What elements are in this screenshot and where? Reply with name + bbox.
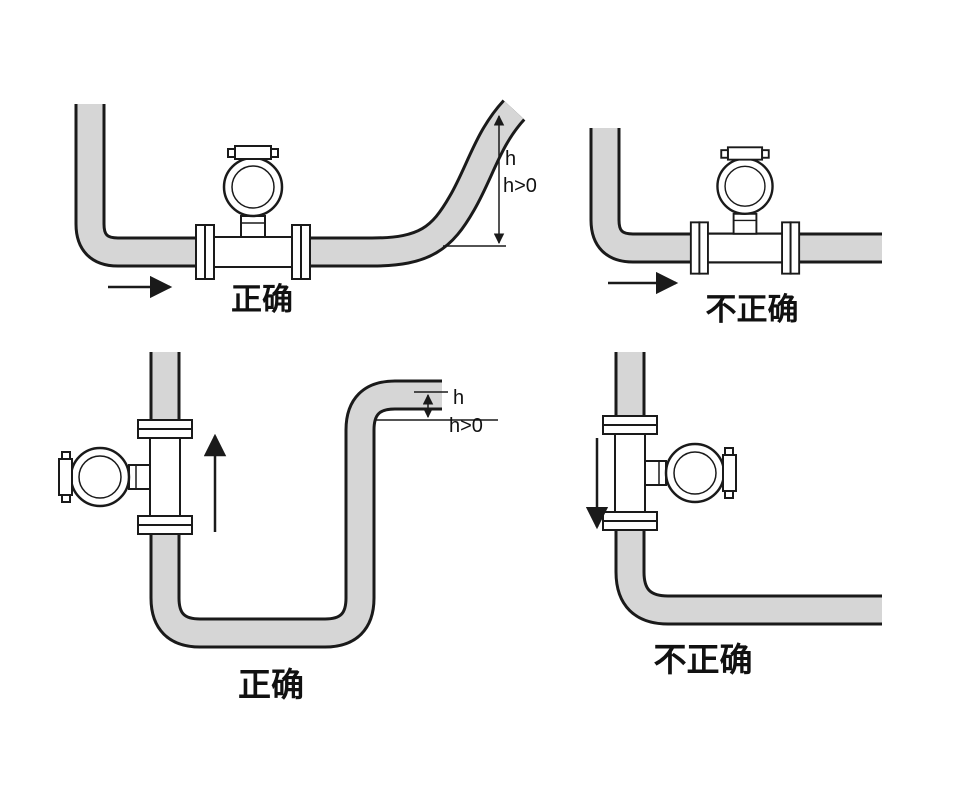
height-dimension: h h>0 (443, 114, 537, 247)
pipe-vertical-to-horizontal (614, 352, 882, 626)
pipe-vertical-u-loop (149, 352, 442, 649)
dim-label-h-gt-0: h>0 (503, 175, 537, 197)
panel-vertical-correct: h h>0 正确 (57, 352, 498, 703)
pipe-horizontal-open-end (589, 128, 882, 264)
panel-vertical-incorrect: 不正确 (585, 352, 882, 678)
verdict-label-correct: 正确 (238, 666, 304, 703)
panel-horizontal-incorrect: 不正确 (589, 128, 882, 327)
dim-label-h: h (453, 387, 464, 409)
flowmeter-symbol (57, 418, 194, 536)
verdict-label-correct: 正确 (231, 282, 293, 317)
height-dimension: h h>0 (376, 387, 498, 437)
dim-label-h-gt-0: h>0 (449, 415, 483, 437)
dim-label-h: h (505, 148, 516, 170)
flowmeter-symbol (689, 146, 801, 275)
panel-horizontal-correct: h h>0 正确 (74, 99, 537, 317)
flowmeter-symbol (601, 414, 738, 532)
pipe-horizontal-with-riser (74, 99, 526, 268)
flowmeter-symbol (194, 144, 312, 281)
verdict-label-incorrect: 不正确 (706, 292, 799, 327)
verdict-label-incorrect: 不正确 (654, 641, 753, 678)
